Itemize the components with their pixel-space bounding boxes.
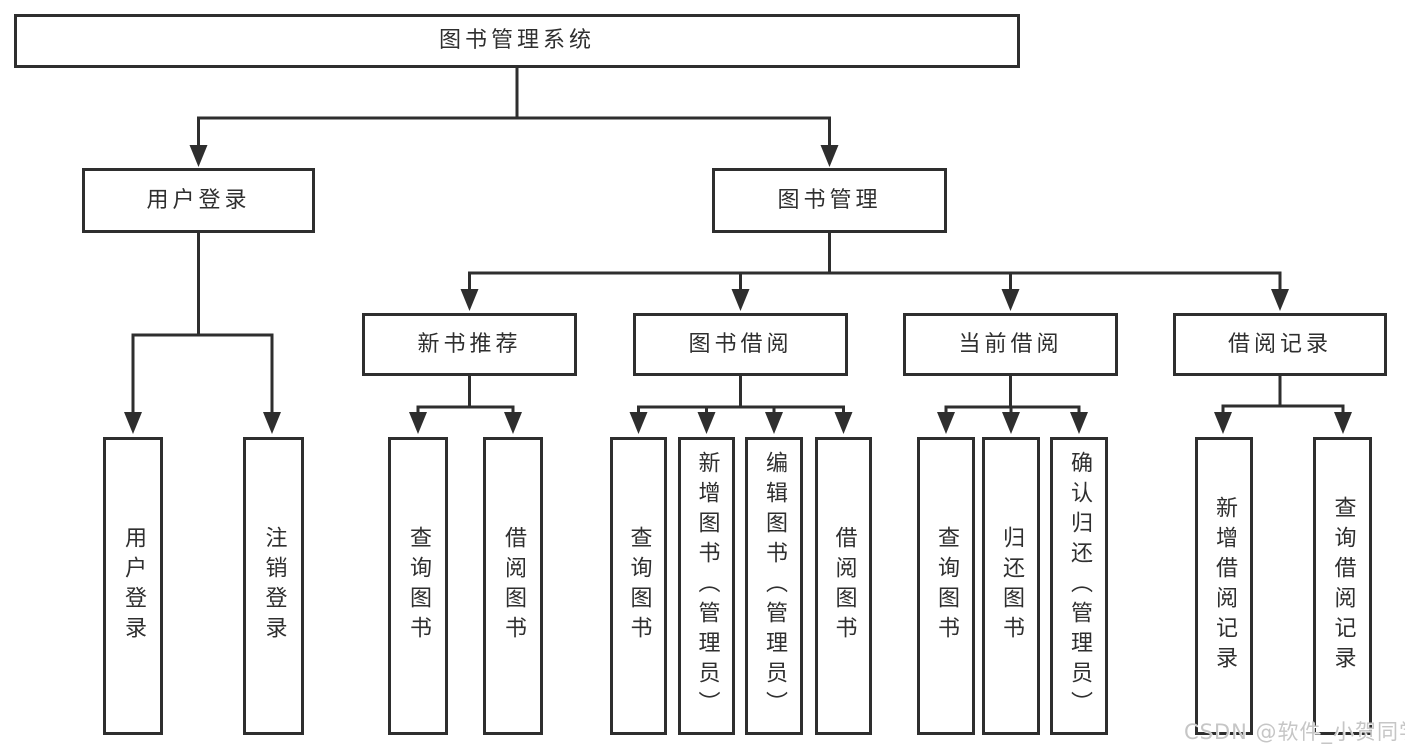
leaf-confirm-return-admin: 确认归还（管理员）: [1050, 437, 1108, 735]
node-current-borrow: 当前借阅: [903, 313, 1118, 376]
leaf-query-borrow-record: 查询借阅记录: [1313, 437, 1372, 735]
leaf-add-book-admin-label: 新增图书（管理员）: [694, 451, 720, 721]
leaf-add-borrow-record-label: 新增借阅记录: [1212, 496, 1237, 676]
node-book-borrow: 图书借阅: [633, 313, 848, 376]
node-new-book-recommend-label: 新书推荐: [417, 331, 522, 357]
leaf-logout-label: 注销登录: [261, 526, 287, 646]
leaf-borrow-books-recommend: 借阅图书: [483, 437, 543, 735]
leaf-user-login-label: 用户登录: [121, 526, 146, 646]
node-book-management-label: 图书管理: [777, 187, 882, 213]
leaf-edit-book-admin-label: 编辑图书（管理员）: [762, 451, 787, 721]
leaf-edit-book-admin: 编辑图书（管理员）: [745, 437, 803, 735]
leaf-query-books-current-label: 查询图书: [934, 526, 959, 646]
leaf-borrow-books-recommend-label: 借阅图书: [501, 526, 526, 646]
leaf-query-books-recommend-label: 查询图书: [406, 526, 431, 646]
node-new-book-recommend: 新书推荐: [362, 313, 577, 376]
node-book-borrow-label: 图书借阅: [688, 331, 793, 357]
node-user-login: 用户登录: [82, 168, 315, 233]
leaf-query-books-recommend: 查询图书: [388, 437, 448, 735]
node-borrow-records: 借阅记录: [1173, 313, 1387, 376]
node-user-login-label: 用户登录: [146, 187, 251, 213]
leaf-query-books-borrow-label: 查询图书: [626, 526, 652, 646]
leaf-confirm-return-admin-label: 确认归还（管理员）: [1067, 451, 1092, 721]
leaf-borrow-books-borrow-label: 借阅图书: [831, 526, 857, 646]
leaf-add-borrow-record: 新增借阅记录: [1195, 437, 1253, 735]
node-root-label: 图书管理系统: [438, 28, 595, 53]
leaf-query-books-current: 查询图书: [917, 437, 975, 735]
leaf-borrow-books-borrow: 借阅图书: [815, 437, 872, 735]
node-borrow-records-label: 借阅记录: [1227, 331, 1332, 357]
csdn-watermark: CSDN @软件_小贺同学: [1184, 720, 1405, 744]
leaf-return-book: 归还图书: [982, 437, 1040, 735]
leaf-query-borrow-record-label: 查询借阅记录: [1330, 496, 1356, 676]
leaf-user-login: 用户登录: [103, 437, 163, 735]
node-current-borrow-label: 当前借阅: [958, 331, 1063, 357]
node-book-management: 图书管理: [712, 168, 947, 233]
leaf-query-books-borrow: 查询图书: [610, 437, 667, 735]
leaf-return-book-label: 归还图书: [999, 526, 1024, 646]
node-root: 图书管理系统: [14, 14, 1020, 68]
leaf-logout: 注销登录: [243, 437, 304, 735]
leaf-add-book-admin: 新增图书（管理员）: [678, 437, 735, 735]
